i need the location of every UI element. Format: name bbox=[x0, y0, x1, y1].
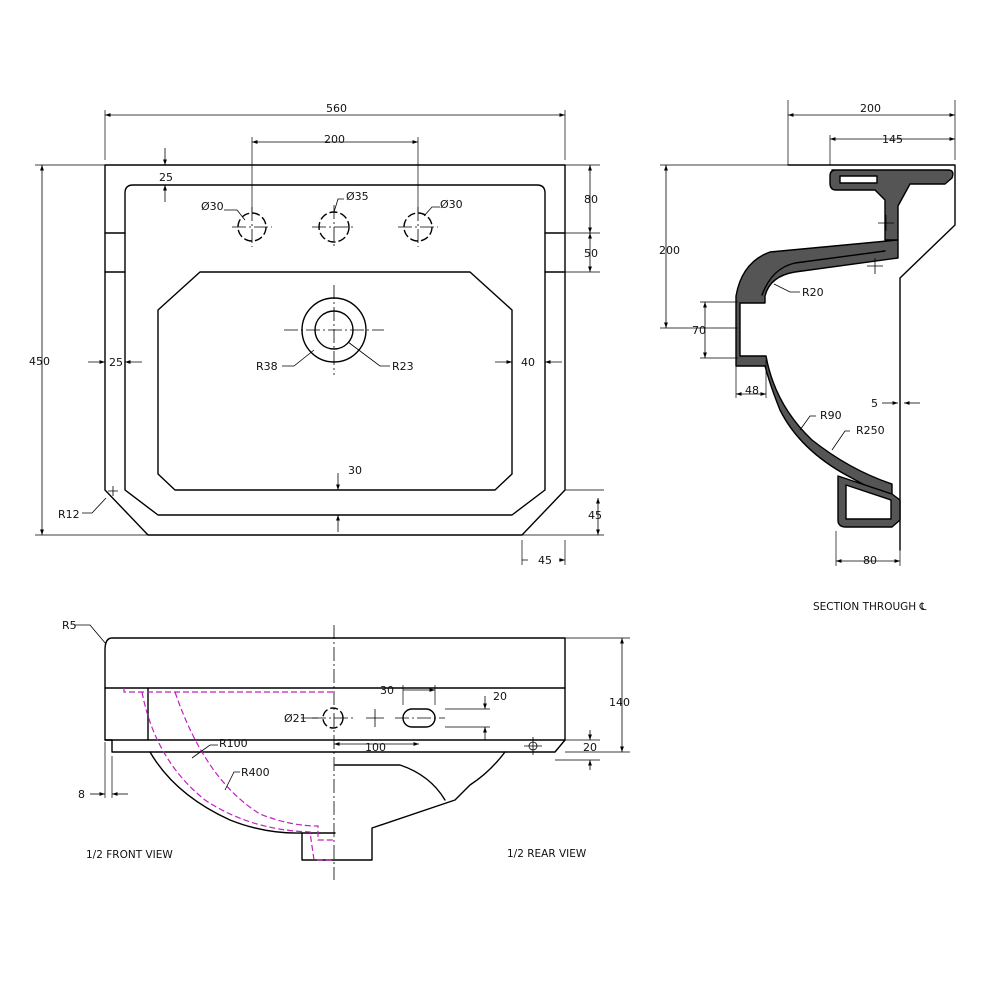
dim-wall-gap: 5 bbox=[871, 397, 878, 410]
dim-edge-radius: R5 bbox=[62, 619, 77, 632]
section-bowl-shell bbox=[735, 239, 899, 501]
front-outline bbox=[104, 637, 566, 753]
top-view bbox=[35, 110, 604, 565]
dim-section-height: 200 bbox=[659, 244, 680, 257]
dim-section-depth: 200 bbox=[860, 102, 881, 115]
dim-side-margin: 25 bbox=[109, 356, 123, 369]
dim-rear-depth: 80 bbox=[584, 193, 598, 206]
dim-section-top-depth: 145 bbox=[882, 133, 903, 146]
dim-tap-hole-left: Ø30 bbox=[201, 200, 224, 213]
dim-tap-hole-right: Ø30 bbox=[440, 198, 463, 211]
dim-step-50: 50 bbox=[584, 247, 598, 260]
dim-waste-height: 70 bbox=[692, 324, 706, 337]
section-back-face bbox=[787, 164, 956, 551]
dim-inner-radius: R100 bbox=[219, 737, 248, 750]
bowl-outline bbox=[157, 271, 513, 491]
dim-rim-thickness: 8 bbox=[78, 788, 85, 801]
hidden-bowl-profile bbox=[123, 688, 334, 861]
section-base bbox=[837, 475, 901, 528]
dim-waste-depth: 48 bbox=[745, 384, 759, 397]
dim-slot-height: 20 bbox=[493, 690, 507, 703]
rim-outline bbox=[124, 184, 546, 516]
dim-hole-dia: Ø21 bbox=[284, 712, 307, 725]
dim-outer-radius: R250 bbox=[856, 424, 885, 437]
front-rear-view bbox=[75, 624, 630, 880]
dim-outer-radius-front: R400 bbox=[241, 766, 270, 779]
dim-chamfer-width: 45 bbox=[538, 554, 552, 567]
dim-bowl-side: 40 bbox=[521, 356, 535, 369]
dim-section-inner-radius: R20 bbox=[802, 286, 824, 299]
side-ledges bbox=[104, 232, 566, 273]
front-view-caption: 1/2 FRONT VIEW bbox=[86, 849, 173, 861]
section-caption: SECTION THROUGH ℄ bbox=[813, 601, 927, 613]
rear-view-caption: 1/2 REAR VIEW bbox=[507, 848, 587, 860]
dim-overall-width: 560 bbox=[326, 102, 347, 115]
waste-outlet bbox=[284, 285, 384, 375]
dim-base-offset: 20 bbox=[583, 741, 597, 754]
dim-overall-height: 140 bbox=[609, 696, 630, 709]
dim-slot-width: 30 bbox=[380, 684, 394, 697]
dim-top-margin: 25 bbox=[159, 171, 173, 184]
corner-marker bbox=[108, 486, 118, 496]
dim-bowl-radius: R90 bbox=[820, 409, 842, 422]
dim-waste-inner: R23 bbox=[392, 360, 414, 373]
dim-overall-depth: 450 bbox=[29, 355, 50, 368]
dim-slot-offset: 100 bbox=[365, 741, 386, 754]
dim-tap-hole-center: Ø35 bbox=[346, 190, 369, 203]
dim-waste-outer: R38 bbox=[256, 360, 278, 373]
section-top-ledge bbox=[829, 169, 954, 241]
section-view bbox=[660, 100, 956, 566]
dim-tap-spacing: 200 bbox=[324, 133, 345, 146]
dim-front-margin: 30 bbox=[348, 464, 362, 477]
dim-corner-radius: R12 bbox=[58, 508, 80, 521]
dim-chamfer-height: 45 bbox=[588, 509, 602, 522]
dim-base-width: 80 bbox=[863, 554, 877, 567]
